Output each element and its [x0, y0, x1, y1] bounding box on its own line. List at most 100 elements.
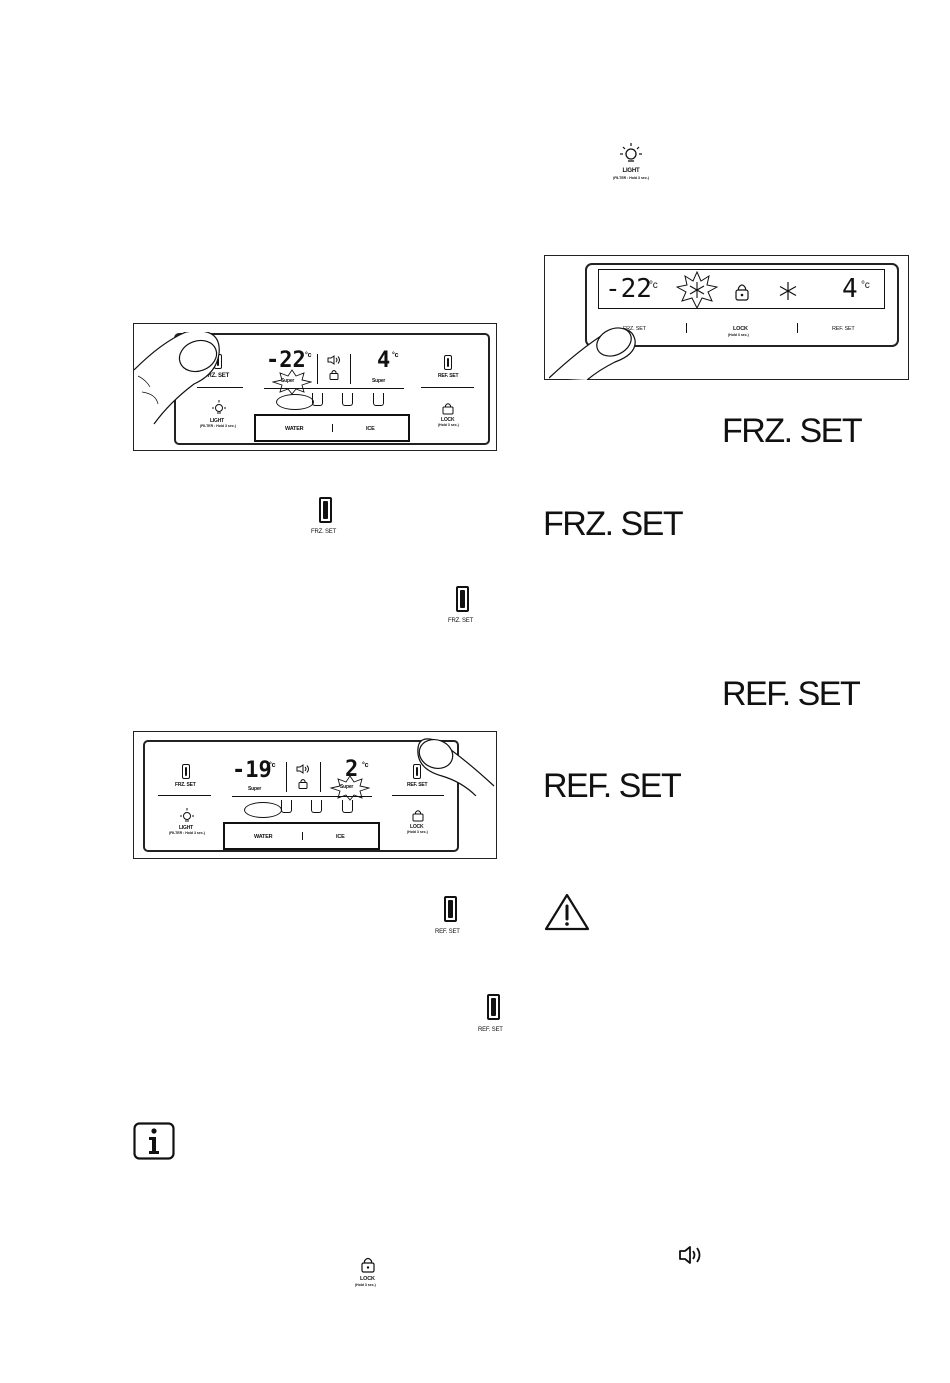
- lock-button[interactable]: LOCK: [733, 326, 748, 332]
- light-sublabel: (FILTER : Hold 3 sec.): [613, 176, 649, 180]
- temp-unit: °c: [362, 762, 369, 769]
- water-filter-icon: [276, 394, 314, 410]
- divider: [392, 795, 444, 796]
- super-freeze-burst-icon: [676, 271, 718, 309]
- frz-set-button[interactable]: FRZ. SET: [623, 326, 646, 332]
- crushed-ice-cup-icon: [311, 800, 322, 813]
- freezer-temperature: -19: [232, 758, 272, 783]
- light-bulb-icon: [212, 400, 226, 414]
- button-divider: [797, 323, 798, 333]
- water-filter-icon: [244, 802, 282, 818]
- sound-icon: [296, 764, 309, 774]
- cubed-ice-cup-icon: [342, 800, 353, 813]
- light-label[interactable]: LIGHT: [179, 825, 193, 831]
- sound-icon: [679, 1246, 701, 1264]
- selector-divider: [332, 424, 333, 432]
- lock-sublabel: (Hold 3 sec.): [438, 423, 459, 427]
- lock-icon: [298, 779, 308, 789]
- frz-set-button-illustration: FRZ. SET: [310, 497, 350, 542]
- ref-set-button[interactable]: [413, 764, 421, 779]
- lock-icon: [442, 403, 454, 415]
- frz-set-label: FRZ. SET: [311, 529, 337, 535]
- fridge-temperature: 4: [842, 274, 858, 304]
- crushed-ice-cup-icon: [342, 393, 353, 406]
- water-button[interactable]: WATER: [285, 426, 304, 432]
- frz-set-label: FRZ. SET: [175, 782, 196, 788]
- info-icon: [133, 1122, 175, 1160]
- snowflake-icon: [779, 282, 797, 300]
- lock-sublabel: (Hold 3 sec.): [407, 830, 428, 834]
- temp-unit: °c: [861, 280, 870, 291]
- lock-label: LOCK: [360, 1276, 375, 1282]
- light-button-illustration: LIGHT (FILTER : Hold 3 sec.): [604, 140, 658, 184]
- display-divider: [350, 354, 351, 384]
- dispenser-selector: [223, 822, 380, 850]
- ref-set-label: REF. SET: [435, 929, 460, 935]
- display-baseline: [232, 796, 372, 797]
- dispenser-selector: [254, 414, 410, 442]
- lock-label[interactable]: LOCK: [441, 417, 455, 423]
- divider: [197, 387, 243, 388]
- ref-set-heading-2: REF. SET: [543, 767, 682, 805]
- lock-icon: [735, 284, 749, 301]
- ref-set-label: REF. SET: [438, 373, 459, 379]
- control-panel-fridge-press: FRZ. SET -19 °c Super 2 °c Super REF. SE…: [133, 731, 497, 859]
- freezer-temperature: -22: [266, 348, 306, 373]
- lock-icon: [412, 810, 424, 822]
- light-sublabel: (FILTER : Hold 3 sec.): [200, 424, 236, 428]
- lock-icon: [361, 1257, 375, 1273]
- light-label[interactable]: LIGHT: [210, 418, 224, 424]
- finger-pressing-illustration: [549, 327, 636, 380]
- selector-divider: [302, 832, 303, 840]
- frz-set-heading-2: FRZ. SET: [543, 505, 684, 543]
- finger-pressing-illustration: [417, 738, 495, 796]
- ref-set-button[interactable]: [444, 355, 452, 370]
- panel-frame: [585, 263, 899, 347]
- frz-set-icon: [456, 586, 469, 612]
- frz-set-label: FRZ. SET: [448, 618, 474, 624]
- fridge-super-label: Super: [372, 378, 386, 384]
- control-panel-freezer-press: FRZ. SET -22 °c Super 4 °c Super REF. SE…: [133, 323, 497, 451]
- finger-pressing-illustration: [134, 332, 220, 425]
- super-label: Super: [248, 786, 262, 792]
- light-sublabel: (FILTER : Hold 3 sec.): [169, 831, 205, 835]
- temp-unit: °c: [305, 352, 312, 359]
- water-cup-icon: [312, 393, 323, 406]
- temp-unit: °c: [269, 762, 276, 769]
- ref-set-button[interactable]: REF. SET: [832, 326, 855, 332]
- warning-icon: [544, 893, 590, 931]
- frz-set-heading-1: FRZ. SET: [722, 412, 863, 450]
- ref-set-button-illustration: REF. SET: [433, 896, 473, 941]
- lock-label[interactable]: LOCK: [410, 824, 424, 830]
- ice-button[interactable]: ICE: [366, 426, 375, 432]
- super-label: Super: [281, 378, 295, 384]
- lock-sublabel: (Hold 3 sec.): [355, 1283, 376, 1287]
- light-label: LIGHT: [622, 168, 640, 174]
- button-divider: [686, 323, 687, 333]
- lock-button-illustration: LOCK (Hold 3 sec.): [352, 1257, 384, 1293]
- ref-set-heading-1: REF. SET: [722, 675, 861, 713]
- ref-set-label: REF. SET: [478, 1027, 503, 1033]
- freezer-temperature: -22: [605, 274, 652, 304]
- cubed-ice-cup-icon: [373, 393, 384, 406]
- fridge-temperature: 4: [377, 348, 391, 373]
- display-divider: [317, 354, 318, 384]
- divider: [158, 795, 211, 796]
- lock-sublabel: (Hold 3 sec.): [728, 333, 749, 337]
- ice-button[interactable]: ICE: [336, 834, 345, 840]
- divider: [421, 387, 474, 388]
- display-divider: [320, 762, 321, 792]
- water-button[interactable]: WATER: [254, 834, 273, 840]
- frz-set-button-illustration: FRZ. SET: [447, 586, 487, 631]
- display-divider: [286, 762, 287, 792]
- panel-frame: [143, 740, 459, 852]
- display-baseline: [264, 388, 404, 389]
- light-bulb-icon: [620, 143, 642, 162]
- lock-icon: [329, 370, 339, 380]
- frz-set-label: FRZ. SET: [204, 373, 230, 379]
- ref-set-icon: [444, 896, 457, 922]
- temp-unit: °c: [392, 352, 399, 359]
- ref-set-icon: [487, 994, 500, 1020]
- water-cup-icon: [281, 800, 292, 813]
- frz-set-button[interactable]: [182, 764, 190, 779]
